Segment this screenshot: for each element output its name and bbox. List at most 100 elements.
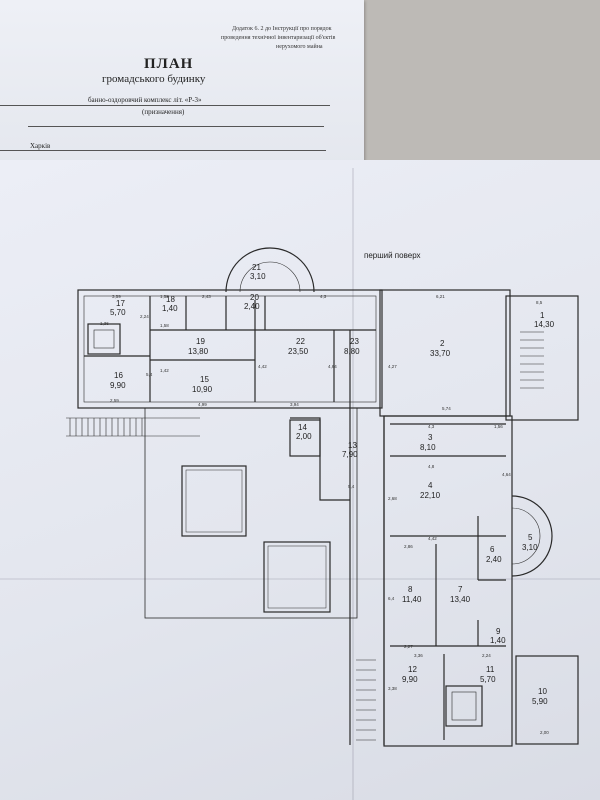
- purpose-caption: (призначення): [142, 108, 185, 116]
- room-16-number: 16: [114, 371, 123, 380]
- dim-label: 4,42: [258, 364, 267, 369]
- dim-label: 2,86: [404, 544, 413, 549]
- city-name: Харків: [30, 142, 51, 150]
- room-23-number: 23: [350, 337, 359, 346]
- document-subtitle: громадського будинку: [102, 73, 206, 85]
- header-note-line-2: проведення технічної інвентаризації об'є…: [221, 35, 336, 41]
- dim-label: 2,24: [140, 314, 149, 319]
- room-7-number: 7: [458, 585, 463, 594]
- dim-label: 1,56: [494, 424, 503, 429]
- room-10-outline: [515, 655, 579, 745]
- stair-arc-21: [225, 247, 315, 293]
- document-title: ПЛАН: [144, 56, 194, 72]
- purpose-rule: [0, 105, 330, 106]
- room-13-area: 7,90: [342, 450, 358, 459]
- room-4-number: 4: [428, 481, 433, 490]
- dim-label: 4,99: [198, 402, 207, 407]
- dim-label: 5,74: [442, 406, 451, 411]
- right-column-wall: [383, 415, 513, 747]
- room-22-number: 22: [296, 337, 305, 346]
- room-14-outline: [289, 419, 321, 457]
- dim-label: 4,64: [328, 364, 337, 369]
- dim-label: 3,36: [414, 653, 423, 658]
- title-sheet: [0, 0, 364, 168]
- room-22-area: 23,50: [288, 347, 309, 356]
- room-19-number: 19: [196, 337, 205, 346]
- dim-label: 1,58: [160, 323, 169, 328]
- purpose-value: банно-оздоровчий комплекс літ. «Р-3»: [88, 96, 202, 104]
- room-5-area: 3,10: [522, 543, 538, 552]
- room-5-number: 5: [528, 533, 533, 542]
- upper-left-block-inner: [83, 295, 377, 403]
- room-1-area: 14,30: [534, 320, 555, 329]
- room-3-area: 8,10: [420, 443, 436, 452]
- room-15-area: 10,90: [192, 385, 213, 394]
- room-2-number: 2: [440, 339, 445, 348]
- header-note-line-1: Додаток 6. 2 до Інструкції про порядок: [232, 26, 332, 32]
- room-2-area: 33,70: [430, 349, 451, 358]
- dim-label: 5,4: [348, 484, 355, 489]
- dim-label: 1,42: [160, 368, 169, 373]
- floor-label: перший поверх: [364, 251, 421, 260]
- room-7-area: 13,40: [450, 595, 471, 604]
- room-3-number: 3: [428, 433, 433, 442]
- room-8-area: 11,40: [402, 595, 422, 604]
- room-19-area: 13,80: [188, 347, 209, 356]
- room-12-number: 12: [408, 665, 417, 674]
- dim-label: 1,58: [160, 294, 169, 299]
- dim-label: 2,68: [388, 496, 397, 501]
- dim-label: 3,94: [290, 402, 299, 407]
- dim-label: 2,24: [482, 653, 491, 658]
- dim-label: 4,3: [320, 294, 327, 299]
- room-14-area: 2,00: [296, 432, 312, 441]
- room-11-area: 5,70: [480, 675, 496, 684]
- blank-rule-1: [28, 126, 324, 127]
- room-9-number: 9: [496, 627, 501, 636]
- room-21-area: 3,10: [250, 272, 266, 281]
- dim-label: 8,5: [536, 300, 543, 305]
- room-20-number: 20: [250, 293, 259, 302]
- dim-label: 2,59: [110, 398, 119, 403]
- room-16-area: 9,90: [110, 381, 126, 390]
- fold-line-horizontal: [0, 578, 600, 580]
- stair-room-1: [505, 295, 579, 421]
- dim-label: 4,42: [428, 536, 437, 541]
- plan-sheet: [0, 160, 600, 800]
- pool-frame-1: [181, 465, 247, 537]
- room-15-number: 15: [200, 375, 209, 384]
- room-12-area: 9,90: [402, 675, 418, 684]
- dim-label: 6,21: [436, 294, 445, 299]
- dim-label: 4,27: [388, 364, 397, 369]
- room-10-number: 10: [538, 687, 547, 696]
- stove-16: [87, 323, 121, 355]
- stair-arc-5: [511, 495, 553, 577]
- dimension-labels: 3,59 1,58 2,43 2,24 1,36 1,58 4,3 6,21 8…: [100, 294, 549, 735]
- dim-label: 5,4: [146, 372, 153, 377]
- room-11-number: 11: [486, 665, 495, 674]
- room-13-number: 13: [348, 441, 357, 450]
- dim-label: 3,38: [388, 686, 397, 691]
- room-6-area: 2,40: [486, 555, 502, 564]
- room-17-number: 17: [116, 299, 125, 308]
- dim-label: 4,3: [428, 424, 435, 429]
- dim-label: 4,8: [428, 464, 435, 469]
- header-note-line-3: нерухомого майна: [276, 44, 323, 50]
- room-6-number: 6: [490, 545, 495, 554]
- stove-12: [445, 685, 483, 727]
- dim-label: 2,27: [404, 644, 413, 649]
- room-21-number: 21: [252, 263, 261, 272]
- fold-line-vertical: [352, 168, 354, 800]
- room-labels: 1 14,30 2 33,70 3 8,10 4 22,10 5 3,10 6 …: [110, 263, 555, 706]
- pool-frame-2: [263, 541, 331, 613]
- room-20-area: 2,40: [244, 302, 260, 311]
- blank-rule-2: [0, 150, 326, 151]
- room-10-area: 5,90: [532, 697, 548, 706]
- room-17-area: 5,70: [110, 308, 126, 317]
- room-9-area: 1,40: [490, 636, 506, 645]
- dim-label: 2,00: [540, 730, 549, 735]
- dim-label: 1,36: [100, 321, 109, 326]
- room-14-number: 14: [298, 423, 307, 432]
- terrace-area-outline: [144, 407, 358, 619]
